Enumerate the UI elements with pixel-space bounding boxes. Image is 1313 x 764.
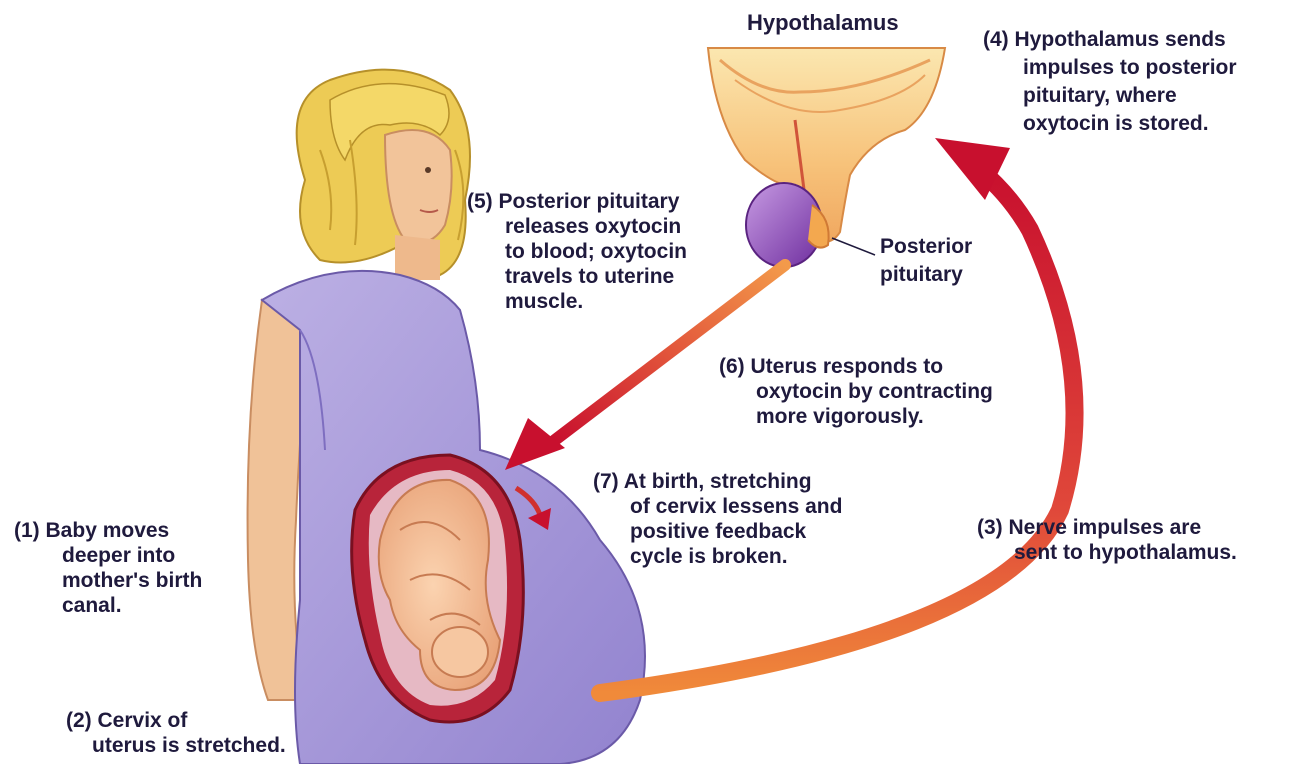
hypothalamus-illustration bbox=[708, 48, 945, 242]
step-7-number: (7) bbox=[593, 470, 619, 493]
step-1-line-2: deeper into bbox=[14, 543, 202, 568]
step-4-line-4: oxytocin is stored. bbox=[983, 110, 1237, 138]
step-4-number: (4) bbox=[983, 28, 1009, 51]
step-6-label: (6) Uterus responds to oxytocin by contr… bbox=[719, 354, 993, 429]
step-7-line-4: cycle is broken. bbox=[593, 544, 842, 569]
step-5-line-1: Posterior pituitary bbox=[499, 190, 680, 213]
hypothalamus-label-text: Hypothalamus bbox=[747, 10, 899, 35]
step-1-line-1: Baby moves bbox=[46, 519, 170, 542]
posterior-pituitary-label: Posterior pituitary bbox=[880, 233, 972, 289]
step-3-line-2: sent to hypothalamus. bbox=[977, 540, 1237, 565]
step-1-line-4: canal. bbox=[14, 593, 202, 618]
step-1-label: (1) Baby moves deeper into mother's birt… bbox=[14, 518, 202, 618]
hypothalamus-label: Hypothalamus bbox=[747, 10, 899, 35]
step-6-line-2: oxytocin by contracting bbox=[719, 379, 993, 404]
step-3-line-1: Nerve impulses are bbox=[1009, 516, 1202, 539]
step-1-number: (1) bbox=[14, 519, 40, 542]
step-6-line-1: Uterus responds to bbox=[751, 355, 944, 378]
step-2-label: (2) Cervix of uterus is stretched. bbox=[66, 708, 286, 758]
oxytocin-arrowhead bbox=[505, 418, 565, 470]
step-6-line-3: more vigorously. bbox=[719, 404, 993, 429]
step-7-line-3: positive feedback bbox=[593, 519, 842, 544]
step-5-line-3: to blood; oxytocin bbox=[467, 239, 687, 264]
step-1-line-3: mother's birth bbox=[14, 568, 202, 593]
step-4-line-1: Hypothalamus sends bbox=[1015, 28, 1226, 51]
step-5-label: (5) Posterior pituitary releases oxytoci… bbox=[467, 189, 687, 314]
step-2-line-1: Cervix of bbox=[98, 709, 188, 732]
step-5-line-4: travels to uterine bbox=[467, 264, 687, 289]
step-7-line-1: At birth, stretching bbox=[624, 470, 812, 493]
step-6-number: (6) bbox=[719, 355, 745, 378]
step-2-number: (2) bbox=[66, 709, 92, 732]
step-5-number: (5) bbox=[467, 190, 493, 213]
step-3-label: (3) Nerve impulses are sent to hypothala… bbox=[977, 515, 1237, 565]
posterior-pituitary-illustration bbox=[746, 183, 875, 267]
step-3-number: (3) bbox=[977, 516, 1003, 539]
step-7-line-2: of cervix lessens and bbox=[593, 494, 842, 519]
step-4-line-2: impulses to posterior bbox=[983, 54, 1237, 82]
posterior-pituitary-line-1: Posterior bbox=[880, 233, 972, 261]
step-4-label: (4) Hypothalamus sends impulses to poste… bbox=[983, 26, 1237, 138]
step-5-line-5: muscle. bbox=[467, 289, 687, 314]
step-2-line-2: uterus is stretched. bbox=[66, 733, 286, 758]
step-5-line-2: releases oxytocin bbox=[467, 214, 687, 239]
step-7-label: (7) At birth, stretching of cervix lesse… bbox=[593, 469, 842, 569]
step-4-line-3: pituitary, where bbox=[983, 82, 1237, 110]
posterior-pituitary-line-2: pituitary bbox=[880, 261, 972, 289]
